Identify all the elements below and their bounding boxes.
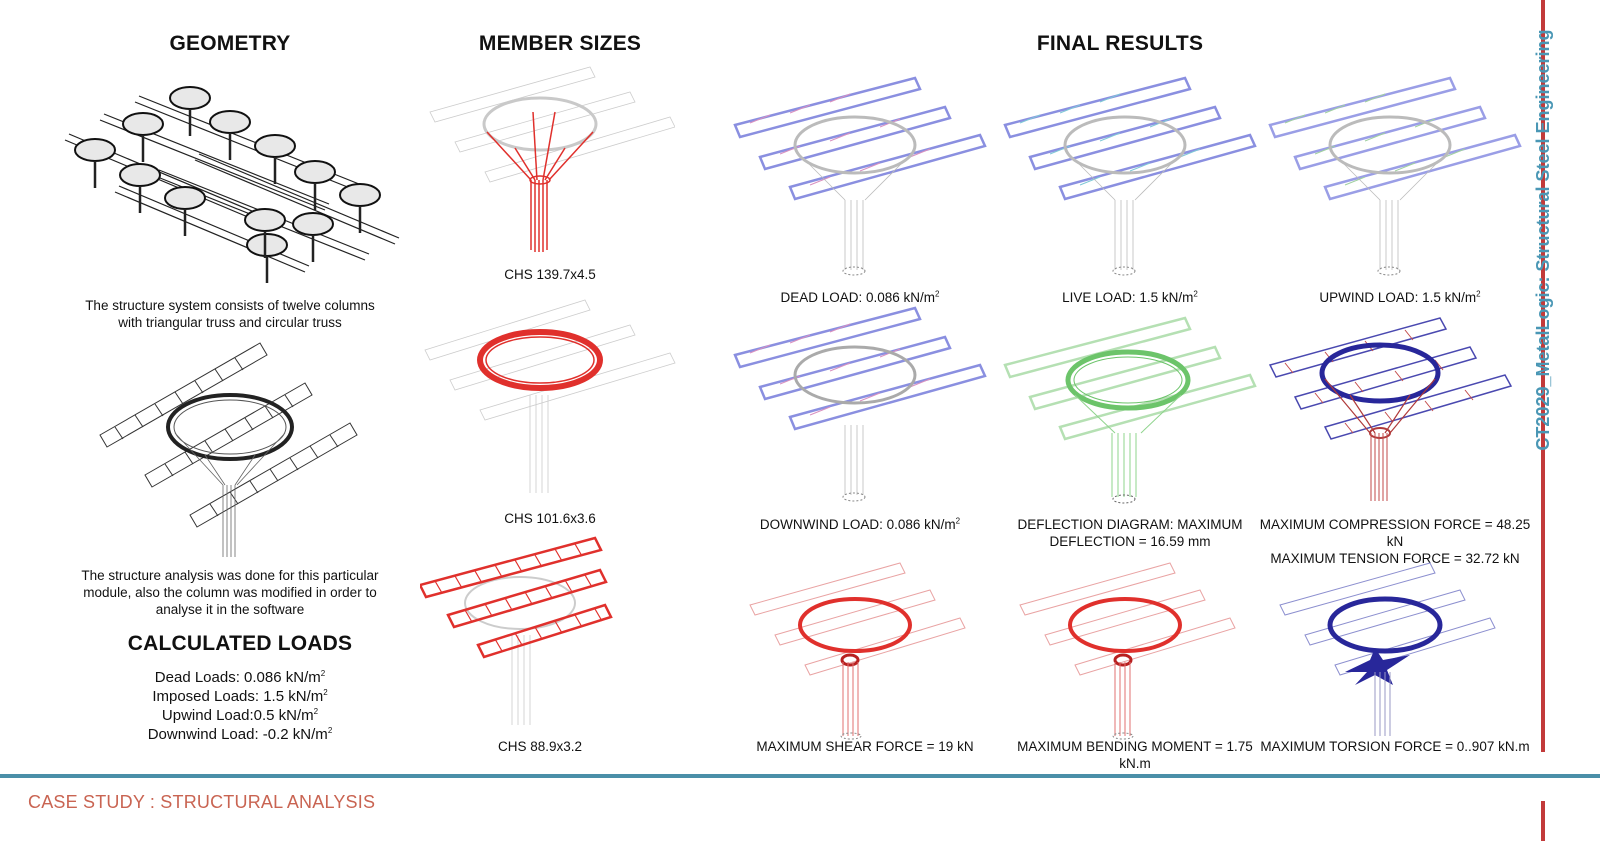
result-bending-caption: MAXIMUM BENDING MOMENT = 1.75 kN.m xyxy=(1017,739,1253,771)
result-axial-force-caption: MAXIMUM COMPRESSION FORCE = 48.25 kN MAX… xyxy=(1259,517,1531,566)
dead-loads-value: Dead Loads: 0.086 kN/m2 xyxy=(154,669,326,686)
result-live-load-figure xyxy=(1000,75,1260,280)
right-accent-rule-lower xyxy=(1541,801,1545,841)
result-torsion-caption: MAXIMUM TORSION FORCE = 0..907 kN.m xyxy=(1260,739,1530,754)
final-results-heading: FINAL RESULTS xyxy=(1036,32,1204,55)
shear-force-diagram-icon xyxy=(749,562,966,740)
torsion-force-diagram-icon xyxy=(1279,562,1496,736)
result-torsion-figure xyxy=(1275,560,1505,740)
result-upwind-load-caption: UPWIND LOAD: 1.5 kN/m2 xyxy=(1319,289,1481,305)
result-shear-figure xyxy=(745,560,975,740)
dead-load-diagram-icon xyxy=(733,76,987,276)
column-member-highlight-icon xyxy=(429,66,675,252)
result-upwind-load-figure xyxy=(1265,75,1525,280)
live-load-diagram-icon xyxy=(1003,76,1257,276)
member-truss-figure xyxy=(420,535,620,730)
result-live-load-caption: LIVE LOAD: 1.5 kN/m2 xyxy=(1062,289,1198,305)
member-column-figure xyxy=(425,62,675,257)
member-ring-caption: CHS 101.6x3.6 xyxy=(504,511,596,526)
member-ring-figure xyxy=(420,295,680,500)
geometry-description-2: The structure analysis was done for this… xyxy=(81,568,379,617)
deflection-diagram-icon xyxy=(1003,316,1257,504)
footer-divider xyxy=(0,774,1600,778)
result-downwind-load-figure xyxy=(730,305,990,505)
calculated-loads-heading: CALCULATED LOADS xyxy=(127,632,353,655)
truss-grid-isometric-icon xyxy=(64,86,400,283)
downwind-load-value: Downwind Load: -0.2 kN/m2 xyxy=(147,726,333,743)
column-ring-truss-module-icon xyxy=(99,342,358,557)
result-bending-figure xyxy=(1015,560,1245,740)
bending-moment-diagram-icon xyxy=(1019,562,1236,740)
geometry-heading: GEOMETRY xyxy=(169,32,291,55)
member-truss-caption: CHS 88.9x3.2 xyxy=(497,739,583,754)
upwind-load-value: Upwind Load:0.5 kN/m2 xyxy=(161,707,319,724)
result-dead-load-figure xyxy=(730,75,990,280)
upwind-load-diagram-icon xyxy=(1268,76,1522,276)
downwind-load-diagram-icon xyxy=(733,306,987,502)
result-downwind-load-caption: DOWNWIND LOAD: 0.086 kN/m2 xyxy=(759,516,961,532)
axial-force-diagram-icon xyxy=(1268,317,1513,501)
right-accent-rule xyxy=(1541,0,1545,752)
member-column-caption: CHS 139.7x4.5 xyxy=(504,267,596,282)
module-figure xyxy=(95,335,365,560)
result-shear-caption: MAXIMUM SHEAR FORCE = 19 kN xyxy=(756,739,974,754)
ring-member-highlight-icon xyxy=(424,299,676,493)
side-course-title: CT2029_MetalLogic: Structural Steel Engi… xyxy=(1533,29,1553,451)
result-deflection-figure xyxy=(1000,305,1260,505)
result-axial-force-figure xyxy=(1265,315,1525,505)
result-deflection-caption: DEFLECTION DIAGRAM: MAXIMUM DEFLECTION =… xyxy=(1017,517,1243,549)
calculated-loads-list: Dead Loads: 0.086 kN/m2 Imposed Loads: 1… xyxy=(90,668,390,744)
geometry-overview-figure xyxy=(55,80,405,290)
result-dead-load-caption: DEAD LOAD: 0.086 kN/m2 xyxy=(780,289,940,305)
member-sizes-heading: MEMBER SIZES xyxy=(478,32,642,55)
case-study-label: CASE STUDY : STRUCTURAL ANALYSIS xyxy=(28,792,376,812)
geometry-description-1: The structure system consists of twelve … xyxy=(85,298,375,330)
truss-member-highlight-icon xyxy=(420,536,613,725)
imposed-loads-value: Imposed Loads: 1.5 kN/m2 xyxy=(152,688,328,705)
